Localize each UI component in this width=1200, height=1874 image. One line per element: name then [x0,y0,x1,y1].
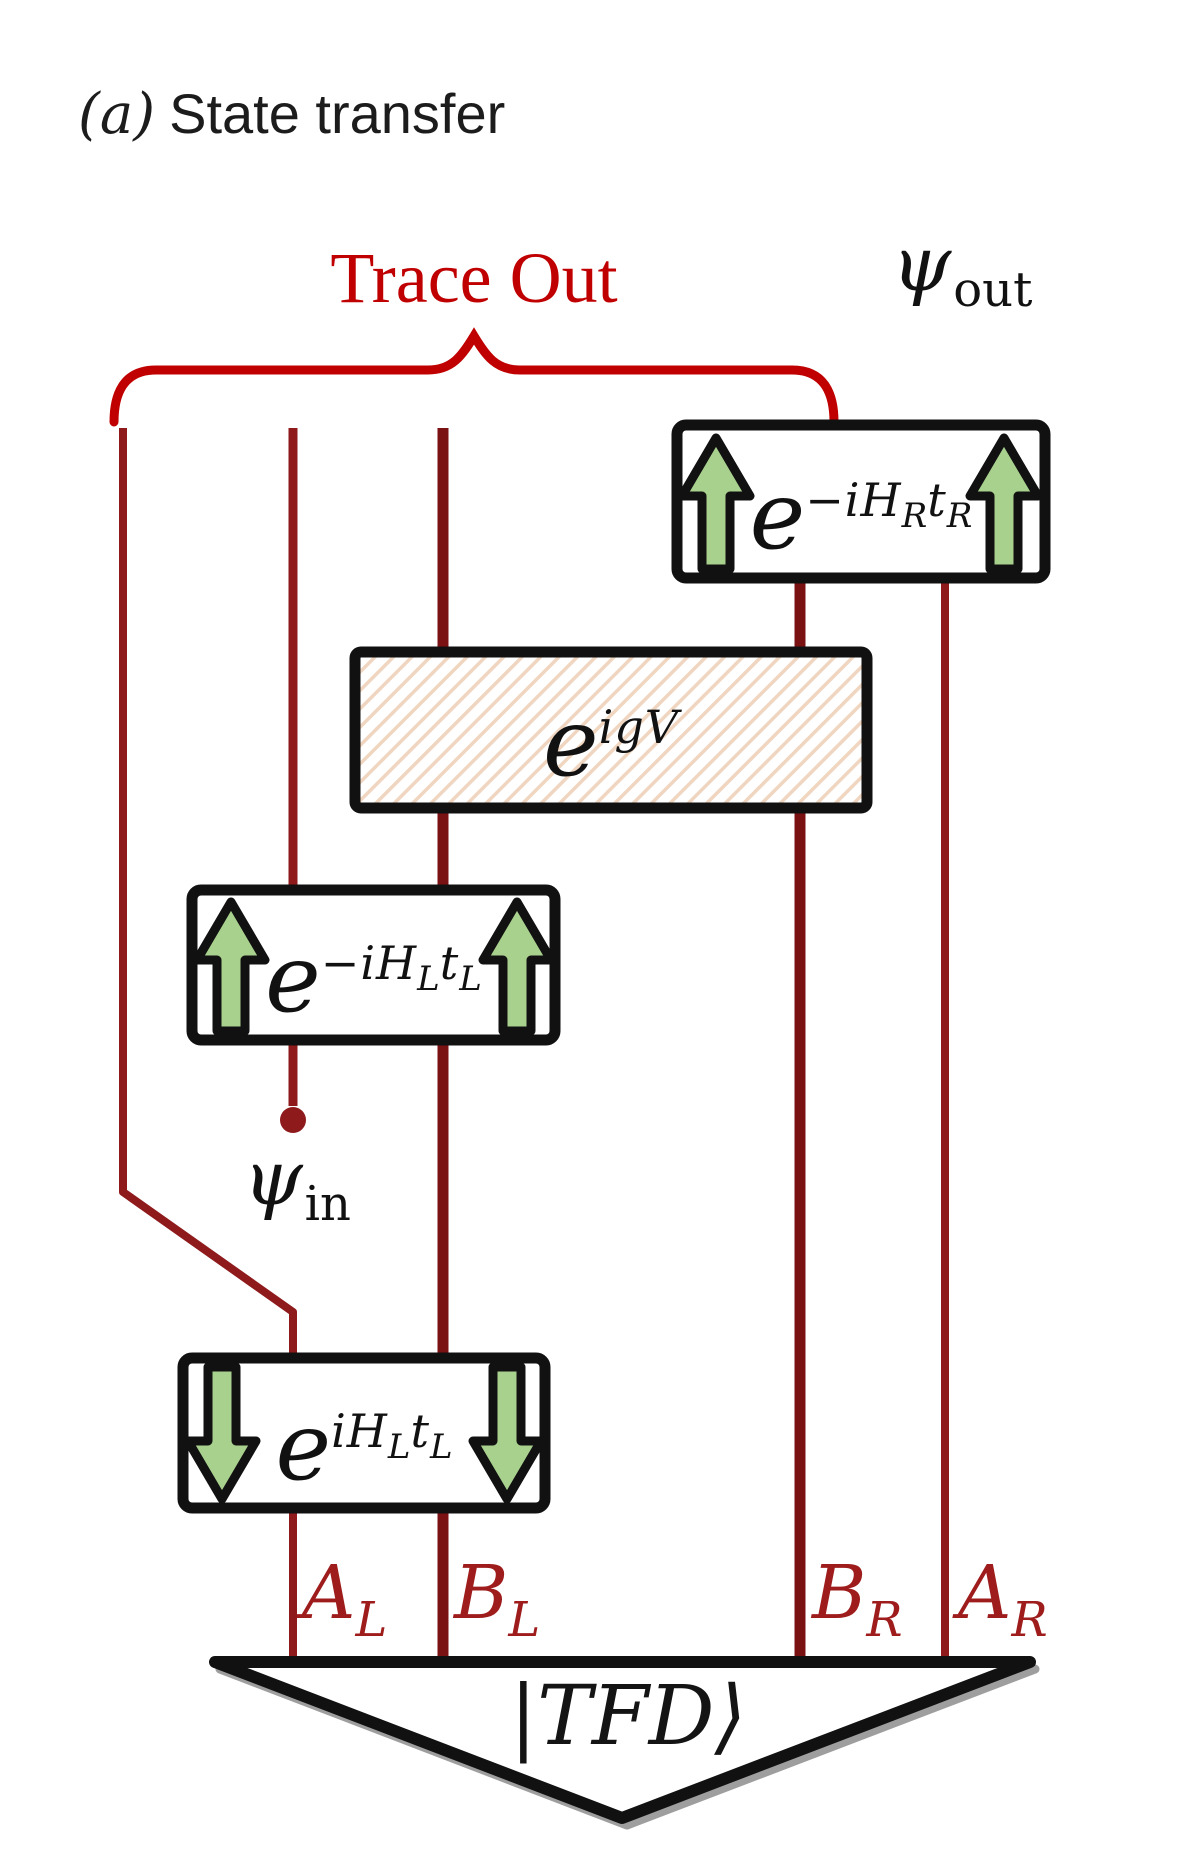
up-arrow-icon [478,897,556,1036]
psi-in-symbol: ψ [243,1133,303,1222]
gate-base: e [749,462,806,571]
tfd-state-label: |TFD⟩ [509,1669,747,1764]
gate-label-right-forward: e−iHRtR [677,425,1045,618]
gate-exponent: iHLtL [331,1404,453,1467]
trace-out-brace [109,327,839,427]
gate-label-coupling: eigV [355,652,867,845]
gate-box-coupling [349,646,873,814]
psi-in-subscript: in [304,1176,351,1232]
gate-exponent: −iHLtL [320,936,482,999]
gate-box-left-forward [186,884,561,1046]
figure-title: (a)State transfer [78,86,505,143]
psi-out-symbol: ψ [891,219,952,308]
gate-base: e [275,1393,332,1502]
gate-box-right-forward [671,419,1051,584]
up-arrow-icon [192,897,270,1036]
up-arrow-icon [965,433,1043,574]
up-arrow-icon [677,433,755,574]
gate-base: e [265,925,321,1034]
gate-exponent: −iHRtR [805,473,973,536]
psi-out-label: ψout [862,226,1062,315]
wire-label-BR: BR [812,1550,903,1648]
trace-out-label: Trace Out [330,238,618,318]
wire-label-AL: AL [302,1550,388,1648]
gate-box-left-backward [177,1352,551,1514]
gate-label-left-forward: e−iHLtL [192,890,555,1079]
gate-exponent: igV [598,700,680,754]
figure-title-text: State transfer [169,82,506,145]
psi-in-label: ψin [222,1140,372,1229]
gate-base: e [542,689,599,798]
psi-in-terminal-dot [280,1107,306,1133]
wire-label-AR: AR [958,1550,1048,1648]
psi-out-subscript: out [953,262,1033,318]
down-arrow-icon [468,1362,546,1504]
down-arrow-icon [183,1362,261,1504]
gate-label-left-backward: eiHLtL [183,1358,545,1547]
tfd-triangle [209,1656,1036,1824]
wire-label-BL: BL [454,1550,541,1648]
figure-title-index: (a) [78,82,156,147]
